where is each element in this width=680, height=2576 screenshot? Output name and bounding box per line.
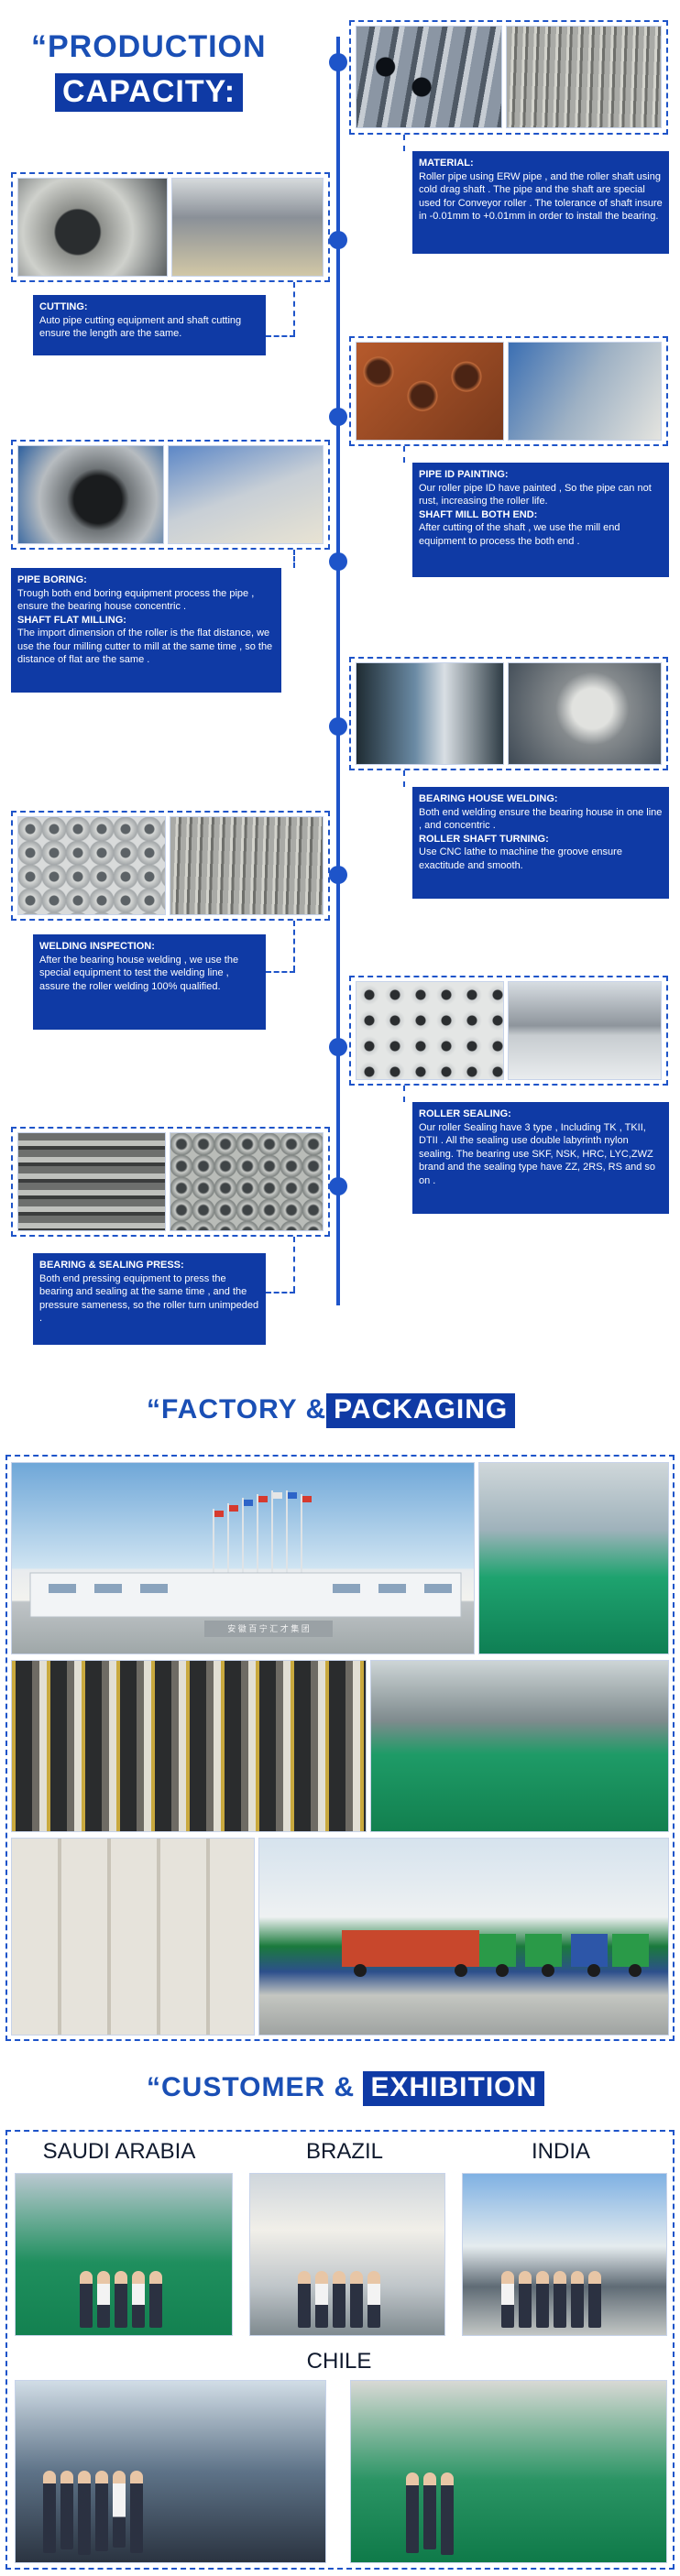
- workshop-2-photo: [370, 1660, 669, 1832]
- boring-workshop-photo: [168, 445, 324, 544]
- chile-visit-1-photo: [15, 2380, 326, 2563]
- cutting-machine-photo: [17, 178, 168, 277]
- shafts-photo: [170, 816, 324, 915]
- factory-building-photo: 安 徽 百 宁 汇 才 集 团: [11, 1462, 475, 1654]
- material-pipes-photo: [356, 26, 502, 128]
- factory-frame: [5, 1455, 675, 2041]
- saudi-arabia-visit-photo: [15, 2173, 233, 2336]
- timeline-dot: [329, 408, 347, 426]
- press-photo-frame: [11, 1127, 330, 1237]
- connector: [403, 135, 405, 151]
- delivery-trucks-photo: [258, 1838, 669, 2036]
- rollers-stock-photo: [11, 1660, 367, 1832]
- inspection-card: WELDING INSPECTION: After the bearing ho…: [33, 934, 266, 1030]
- connector: [293, 282, 295, 335]
- boring-machine-photo: [17, 445, 164, 544]
- country-label-chile: CHILE: [306, 2349, 372, 2374]
- cutting-workshop-photo: [171, 178, 324, 277]
- production-heading-line1: “PRODUCTION: [31, 29, 267, 64]
- timeline-dot: [329, 231, 347, 249]
- boring-card: PIPE BORING: Trough both end boring equi…: [11, 568, 281, 693]
- sealing-card: ROLLER SEALING: Our roller Sealing have …: [412, 1102, 669, 1214]
- cutting-photo-frame: [11, 172, 330, 282]
- country-label-india: INDIA: [531, 2139, 590, 2164]
- customer-heading: “CUSTOMER & EXHIBITION: [147, 2071, 545, 2106]
- welding-card: BEARING HOUSE WELDING: Both end welding …: [412, 787, 669, 899]
- mill-machine-photo: [508, 342, 662, 441]
- painted-pipes-photo: [356, 342, 504, 441]
- seal-parts-photo: [356, 981, 504, 1080]
- flagpoles-graphic: [29, 1490, 462, 1637]
- inspection-photo-frame: [11, 811, 330, 921]
- connector: [266, 1292, 295, 1293]
- country-label-saudi-arabia: SAUDI ARABIA: [42, 2139, 196, 2164]
- connector: [403, 446, 405, 463]
- timeline-dot: [329, 1177, 347, 1195]
- factory-heading: “FACTORY &PACKAGING: [147, 1393, 516, 1428]
- connector: [403, 770, 405, 787]
- timeline-line: [336, 37, 340, 1305]
- brazil-visit-photo: [249, 2173, 445, 2336]
- connector: [293, 550, 295, 568]
- welding-photo-frame: [349, 657, 668, 770]
- timeline-dot: [329, 866, 347, 884]
- material-rods-photo: [506, 26, 662, 128]
- india-visit-photo: [462, 2173, 667, 2336]
- timeline-dot: [329, 1038, 347, 1056]
- painting-photo-frame: [349, 336, 668, 446]
- production-heading-line2: CAPACITY:: [55, 73, 244, 112]
- packing-crates-photo: [11, 1838, 255, 2036]
- connector: [293, 1237, 295, 1292]
- bearing-houses-photo: [17, 816, 166, 915]
- boring-photo-frame: [11, 440, 330, 550]
- finished-rollers-photo: [170, 1132, 324, 1231]
- connector: [266, 971, 295, 973]
- press-rollers-photo: [17, 1132, 166, 1231]
- press-card: BEARING & SEALING PRESS: Both end pressi…: [33, 1253, 266, 1345]
- timeline-dot: [329, 53, 347, 71]
- timeline-dot: [329, 717, 347, 736]
- material-photo-frame: [349, 20, 668, 135]
- workshop-1-photo: [478, 1462, 669, 1654]
- material-card: MATERIAL: Roller pipe using ERW pipe , a…: [412, 151, 669, 254]
- cutting-card: CUTTING: Auto pipe cutting equipment and…: [33, 295, 266, 355]
- timeline-dot: [329, 552, 347, 571]
- sealing-photo-frame: [349, 976, 668, 1086]
- building-sign: 安 徽 百 宁 汇 才 集 团: [227, 1624, 310, 1633]
- trucks-graphic: [342, 1930, 649, 1977]
- welding-photo: [356, 662, 504, 765]
- connector: [266, 335, 295, 337]
- connector: [293, 921, 295, 971]
- chile-visit-2-photo: [350, 2380, 667, 2563]
- customer-frame: [5, 2130, 675, 2570]
- roller-end-photo: [508, 981, 662, 1080]
- painting-card: PIPE ID PAINTING: Our roller pipe ID hav…: [412, 463, 669, 577]
- cnc-lathe-photo: [508, 662, 662, 765]
- country-label-brazil: BRAZIL: [305, 2139, 384, 2164]
- connector: [403, 1086, 405, 1102]
